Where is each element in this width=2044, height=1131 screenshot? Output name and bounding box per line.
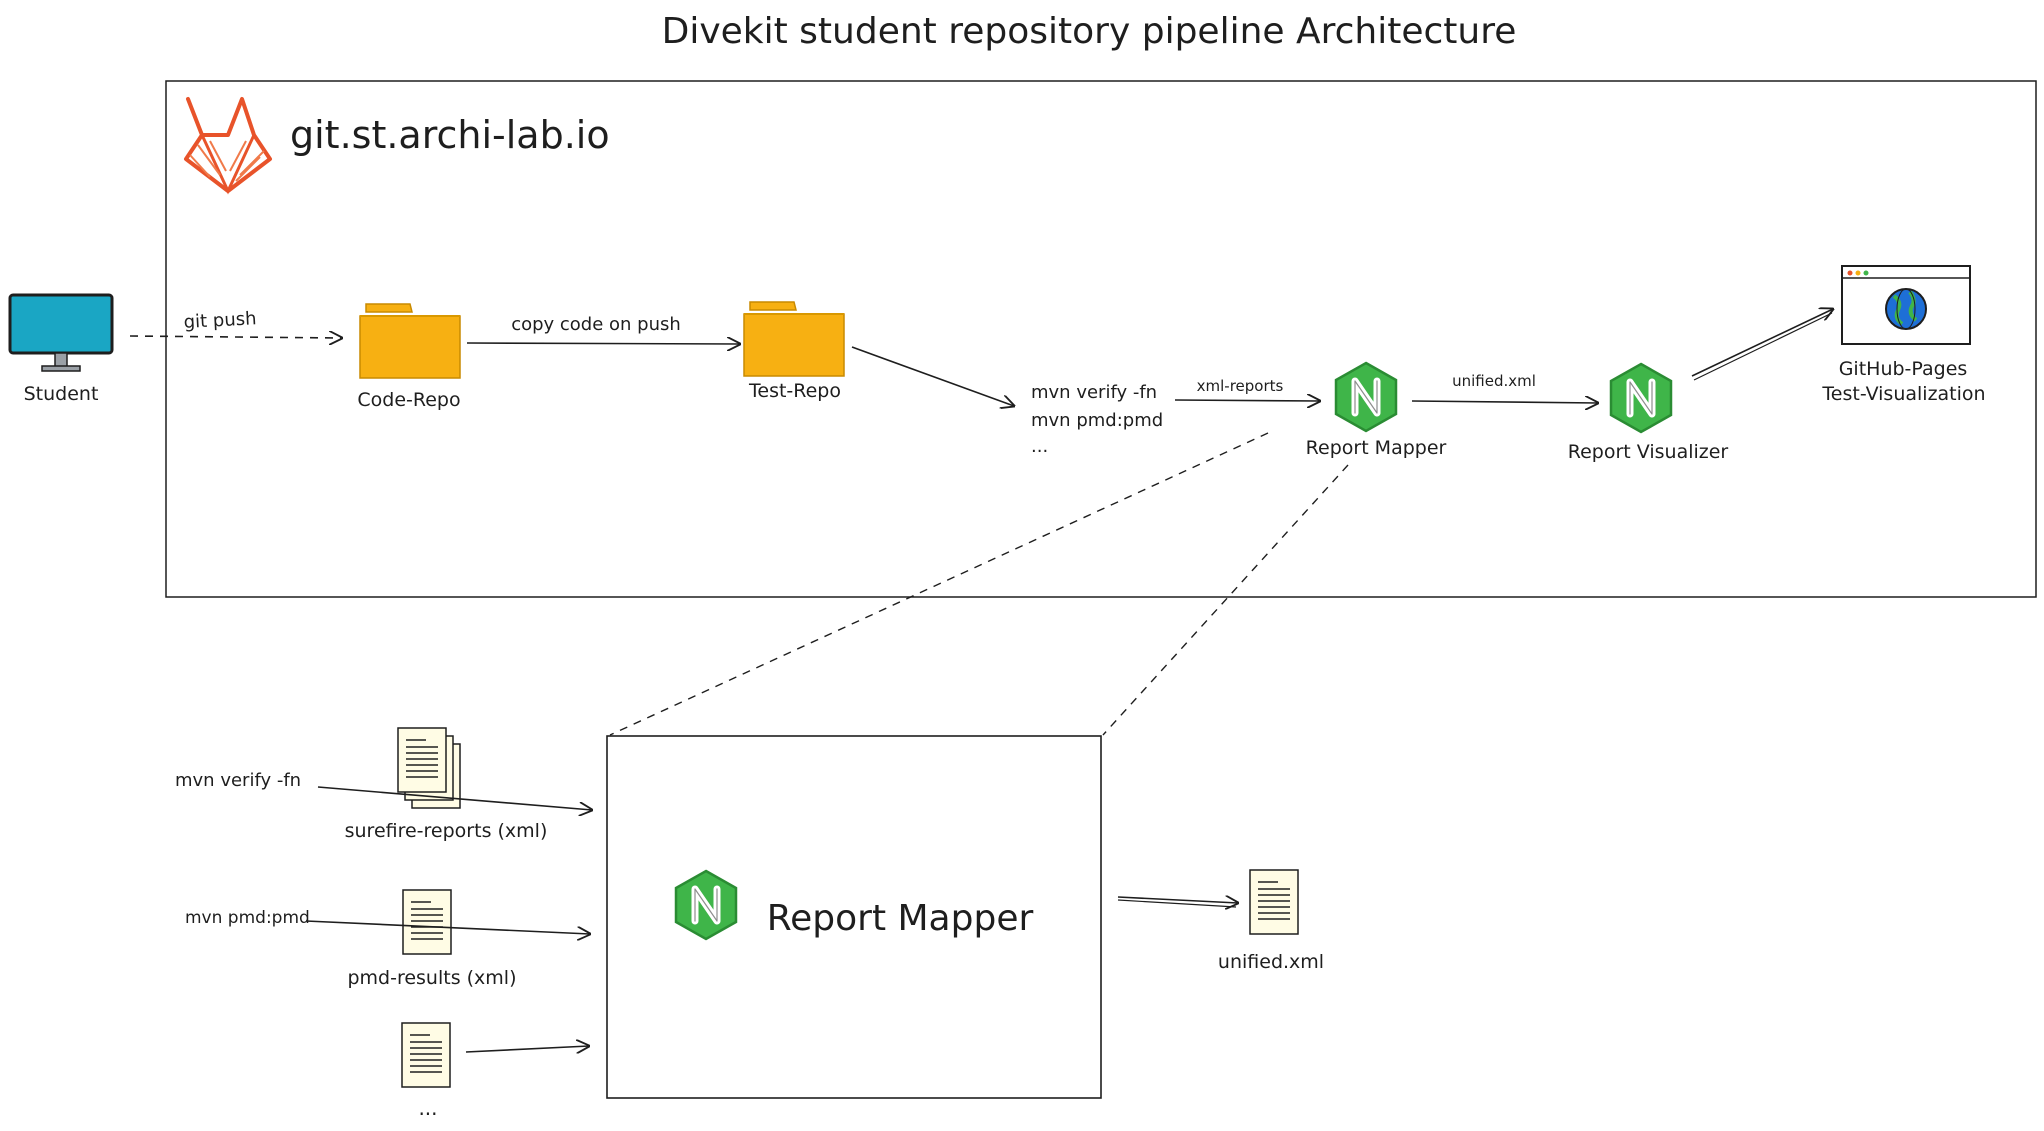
test-repo-label: Test-Repo [748, 380, 841, 402]
test-repo-to-commands-arrow [851, 346, 1014, 406]
output-arrow [1117, 897, 1238, 903]
input1-arrow [317, 786, 592, 810]
visualizer-to-pages-arrow [1691, 309, 1833, 377]
zoom-line-right [1102, 464, 1349, 736]
command-mvn-pmd: mvn pmd:pmd [1031, 410, 1163, 431]
additional-document-icon [401, 1022, 451, 1088]
git-push-label: git push [183, 308, 257, 333]
command-mvn-verify: mvn verify -fn [1031, 382, 1157, 403]
monitor-icon [8, 293, 114, 372]
command-ellipsis: ... [1031, 436, 1048, 457]
gitlab-logo-icon [184, 97, 272, 195]
test-visualization-label: Test-Visualization [1821, 383, 1985, 405]
input2-arrow [305, 920, 590, 934]
student-label: Student [24, 383, 99, 405]
unified-xml-output-label: unified.xml [1218, 951, 1324, 973]
pmd-results-label: pmd-results (xml) [347, 967, 516, 989]
input3-arrow [465, 1046, 589, 1052]
gitlab-host-container [165, 80, 2037, 598]
test-repo-folder-icon [743, 301, 845, 377]
xml-reports-arrow [1174, 400, 1320, 401]
report-mapper-detail-box [606, 735, 1102, 1099]
xml-reports-label: xml-reports [1197, 377, 1284, 395]
host-label: git.st.archi-lab.io [290, 113, 610, 157]
zoom-line-left [609, 432, 1269, 736]
surefire-reports-label: surefire-reports (xml) [345, 820, 548, 842]
report-mapper-detail-label: Report Mapper [767, 898, 1034, 939]
unified-xml-document-icon [1249, 869, 1299, 935]
unified-xml-arrow [1411, 401, 1598, 403]
pmd-results-document-icon [402, 889, 452, 955]
additional-document-label: ... [418, 1096, 437, 1120]
unified-xml-edge-label: unified.xml [1452, 372, 1536, 390]
diagram-title: Divekit student repository pipeline Arch… [662, 11, 1517, 52]
report-mapper-nginx-icon [1336, 363, 1396, 431]
code-repo-label: Code-Repo [357, 389, 460, 411]
code-repo-folder-icon [359, 303, 461, 379]
git-push-arrow [129, 336, 342, 338]
browser-window-globe-icon [1841, 265, 1971, 345]
copy-code-arrow [466, 343, 740, 344]
report-visualizer-label: Report Visualizer [1568, 441, 1729, 463]
github-pages-label: GitHub-Pages [1839, 358, 1968, 380]
input1-command-label: mvn verify -fn [175, 770, 301, 791]
report-mapper-detail-nginx-icon [676, 871, 736, 939]
copy-code-label: copy code on push [511, 314, 681, 335]
report-mapper-label: Report Mapper [1306, 437, 1447, 459]
report-visualizer-nginx-icon [1611, 364, 1671, 432]
input2-command-label: mvn pmd:pmd [185, 908, 310, 928]
